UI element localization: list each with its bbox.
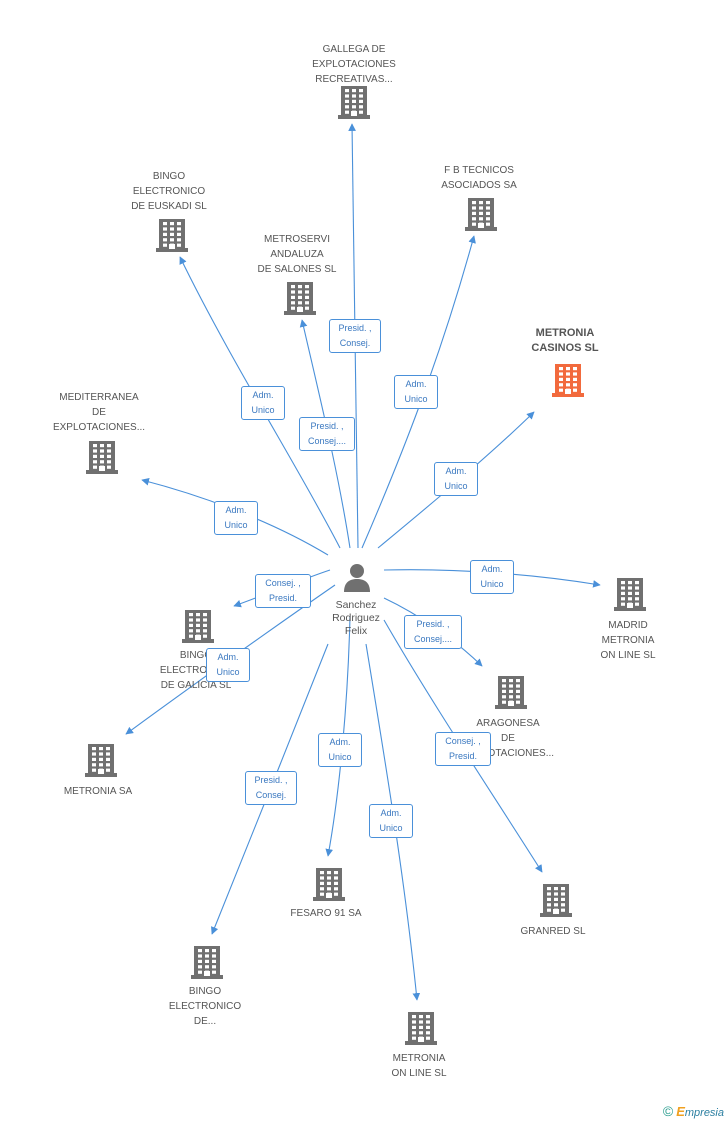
brand-initial: E bbox=[676, 1104, 685, 1119]
company-label-metronia-casinos[interactable]: METRONIA CASINOS SL bbox=[531, 327, 599, 354]
company-label-metronia-sa[interactable]: METRONIA SA bbox=[63, 786, 133, 797]
relation-badge-bingo-euskadi: Adm. Unico bbox=[241, 386, 285, 420]
building-icon[interactable] bbox=[85, 439, 119, 480]
company-label-bingo-electronico-de[interactable]: BINGO ELECTRONICO DE... bbox=[168, 986, 242, 1027]
relation-badge-gallega: Presid. , Consej. bbox=[329, 319, 381, 353]
company-label-fb-tecnicos[interactable]: F B TECNICOS ASOCIADOS SA bbox=[441, 165, 517, 191]
building-icon[interactable] bbox=[551, 362, 585, 403]
building-icon[interactable] bbox=[613, 576, 647, 617]
footer-brand: © Empresia bbox=[663, 1103, 724, 1119]
relation-badge-fesaro: Adm. Unico bbox=[318, 733, 362, 767]
company-label-mediterranea[interactable]: MEDITERRANEA DE EXPLOTACIONES... bbox=[52, 392, 146, 433]
company-label-metronia-online[interactable]: METRONIA ON LINE SL bbox=[391, 1053, 447, 1079]
copyright-symbol: © bbox=[662, 1103, 674, 1119]
building-icon[interactable] bbox=[312, 866, 346, 907]
company-label-aragonesa[interactable]: ARAGONESA DE EXPLOTACIONES... bbox=[461, 718, 555, 759]
relation-badge-metronia-online: Adm. Unico bbox=[369, 804, 413, 838]
company-label-madrid-metronia[interactable]: MADRID METRONIA ON LINE SL bbox=[600, 620, 656, 661]
relation-badge-mediterranea: Adm. Unico bbox=[214, 501, 258, 535]
company-label-bingo-euskadi[interactable]: BINGO ELECTRONICO DE EUSKADI SL bbox=[131, 171, 207, 212]
relation-badge-aragonesa: Presid. , Consej.... bbox=[404, 615, 462, 649]
person-icon[interactable] bbox=[342, 562, 372, 597]
relation-badge-metronia-casinos: Adm. Unico bbox=[434, 462, 478, 496]
building-icon[interactable] bbox=[404, 1010, 438, 1051]
brand-name: mpresia bbox=[684, 1107, 724, 1119]
building-icon[interactable] bbox=[155, 217, 189, 258]
relation-badge-bingo-electronico-de: Presid. , Consej. bbox=[245, 771, 297, 805]
relation-badge-fb-tecnicos: Adm. Unico bbox=[394, 375, 438, 409]
building-icon[interactable] bbox=[494, 674, 528, 715]
relation-badge-metroservi: Presid. , Consej.... bbox=[299, 417, 355, 451]
building-icon[interactable] bbox=[283, 280, 317, 321]
building-icon[interactable] bbox=[464, 196, 498, 237]
relation-badge-granred: Consej. , Presid. bbox=[435, 732, 491, 766]
relation-badge-madrid-metronia: Adm. Unico bbox=[470, 560, 514, 594]
relation-badge-bingo-galicia: Consej. , Presid. bbox=[255, 574, 311, 608]
company-label-bingo-galicia[interactable]: BINGO ELECTRONICO DE GALICIA SL bbox=[159, 650, 233, 691]
center-person-label[interactable]: Sanchez Rodriguez Felix bbox=[332, 599, 380, 637]
company-label-granred[interactable]: GRANRED SL bbox=[520, 926, 586, 937]
company-label-metroservi[interactable]: METROSERVI ANDALUZA DE SALONES SL bbox=[257, 234, 337, 275]
relation-badge-metronia-sa: Adm. Unico bbox=[206, 648, 250, 682]
building-icon[interactable] bbox=[539, 882, 573, 923]
building-icon[interactable] bbox=[190, 944, 224, 985]
building-icon[interactable] bbox=[181, 608, 215, 649]
building-icon[interactable] bbox=[84, 742, 118, 783]
company-label-fesaro[interactable]: FESARO 91 SA bbox=[290, 908, 362, 919]
company-label-gallega[interactable]: GALLEGA DE EXPLOTACIONES RECREATIVAS... bbox=[312, 44, 396, 85]
building-icon[interactable] bbox=[337, 84, 371, 125]
